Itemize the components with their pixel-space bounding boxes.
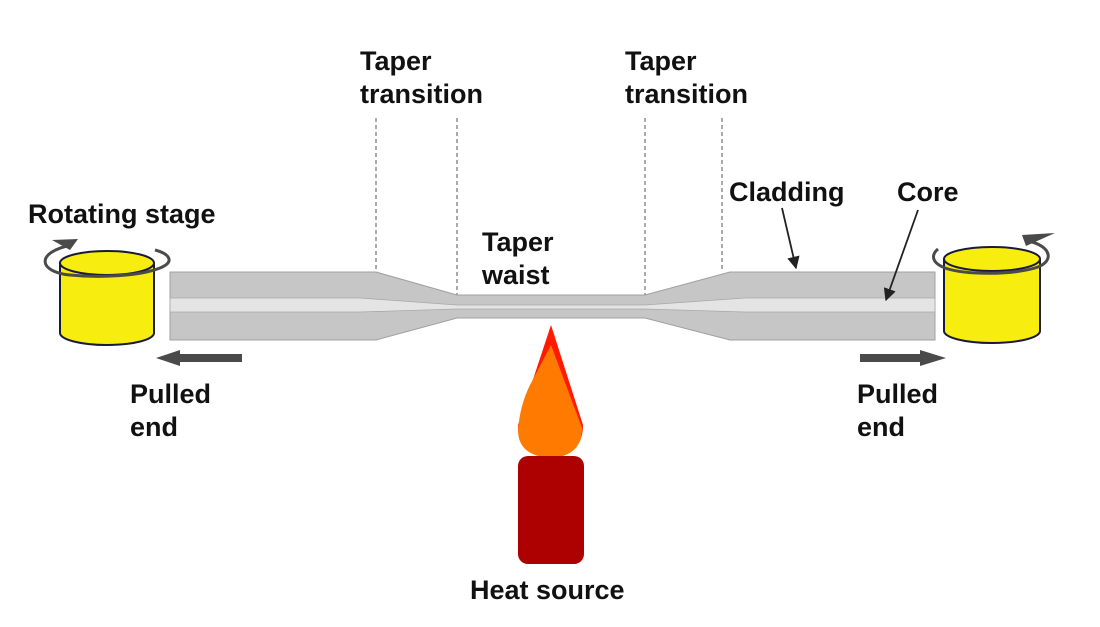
rotating-stage-right — [932, 233, 1055, 344]
stage-cylinder-top — [943, 246, 1041, 272]
rotation-arrowhead-icon — [1022, 233, 1055, 246]
label-taper-waist: Taper waist — [482, 227, 554, 290]
label-heat-source: Heat source — [470, 575, 625, 605]
cladding-pointer-arrow — [781, 207, 800, 270]
pull-arrow-left — [156, 350, 242, 366]
stage-cylinder-body — [943, 258, 1041, 344]
pull-arrow-shaft — [860, 354, 922, 362]
stage-cylinder-body — [59, 262, 155, 346]
fiber-core — [169, 297, 936, 313]
label-cladding: Cladding — [729, 177, 845, 207]
burner-body — [518, 456, 584, 564]
flame-inner-icon — [518, 345, 582, 458]
pull-arrowhead-left-icon — [156, 350, 180, 366]
stage-cylinder-top — [59, 250, 155, 276]
rotation-arrowhead-icon — [52, 239, 78, 250]
heat-source — [518, 325, 584, 564]
pull-arrow-shaft — [178, 354, 242, 362]
rotating-stage-left — [43, 239, 171, 346]
rotation-arrow-icon — [43, 243, 171, 278]
pull-arrowhead-right-icon — [920, 350, 946, 366]
label-taper-transition-right: Taper transition — [625, 46, 749, 109]
label-rotating-stage: Rotating stage — [28, 199, 216, 229]
rotation-arrow-icon — [932, 239, 1050, 275]
pull-arrow-right — [860, 350, 946, 366]
core-pointer-arrow — [883, 209, 919, 302]
label-taper-transition-left: Taper transition — [360, 46, 484, 109]
label-pulled-end-left: Pulled end — [130, 379, 212, 442]
taper-boundary-guides — [375, 118, 723, 295]
label-core: Core — [897, 177, 959, 207]
label-pulled-end-right: Pulled end — [857, 379, 939, 442]
